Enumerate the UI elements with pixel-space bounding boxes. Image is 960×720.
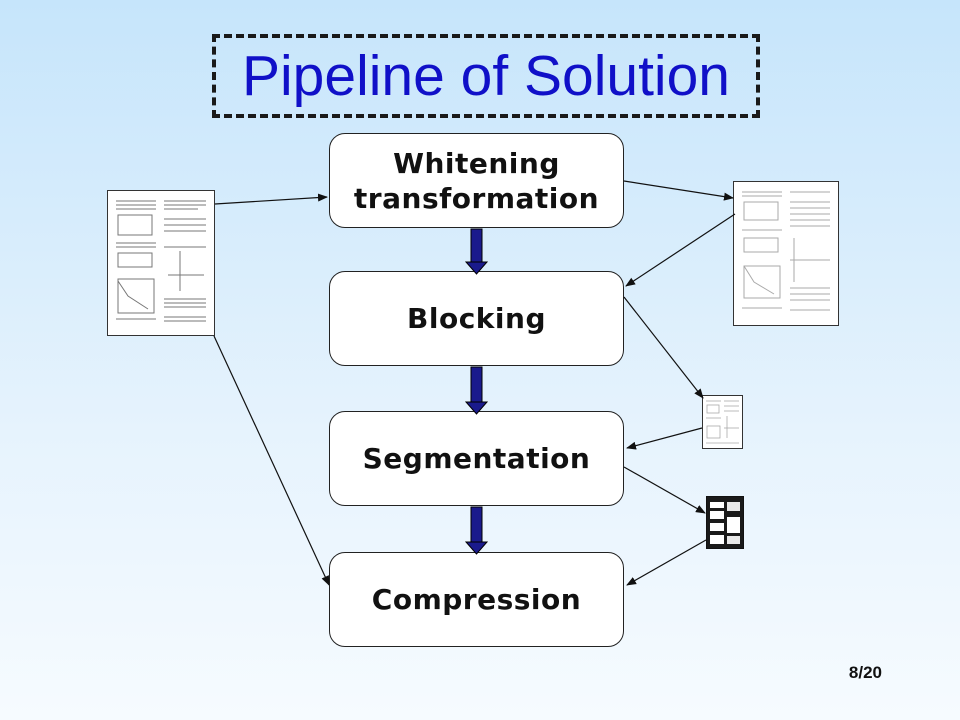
segmented-block-icon [710, 502, 740, 544]
step-label: Whitening transformation [353, 146, 600, 215]
arrow-blocking-to-block [623, 296, 704, 399]
block-icon [706, 400, 739, 444]
slide-title: Pipeline of Solution [241, 44, 730, 108]
page-number: 8/20 [848, 663, 882, 682]
title-frame [212, 34, 760, 118]
step-label: Blocking [407, 302, 546, 335]
main-arrow-2 [464, 366, 489, 415]
step-blocking: Blocking [329, 271, 624, 366]
arrow-block-to-segmentation [626, 427, 703, 450]
arrow-whitening-to-doc [623, 180, 734, 201]
whitened-document-thumbnail [733, 181, 839, 326]
step-label: Segmentation [362, 442, 591, 475]
main-flow-arrows [464, 228, 489, 555]
input-document-thumbnail [107, 190, 215, 336]
whitened-document-icon [742, 191, 830, 311]
step-segmentation: Segmentation [329, 411, 624, 506]
arrow-input-to-compression [213, 335, 330, 586]
block-thumbnail [702, 395, 743, 449]
step-compression: Compression [329, 552, 624, 647]
step-whitening-transformation: Whitening transformation [329, 133, 624, 228]
arrow-doc-to-blocking [625, 213, 736, 287]
segmented-block-thumbnail [706, 496, 744, 549]
arrow-input-to-whitening [214, 193, 328, 205]
main-arrow-1 [464, 228, 489, 275]
step-label: Compression [371, 583, 582, 616]
main-arrow-3 [464, 506, 489, 555]
arrow-segblock-to-compression [626, 539, 707, 586]
input-document-icon [116, 200, 206, 322]
arrow-segmentation-to-segblock [623, 466, 706, 514]
